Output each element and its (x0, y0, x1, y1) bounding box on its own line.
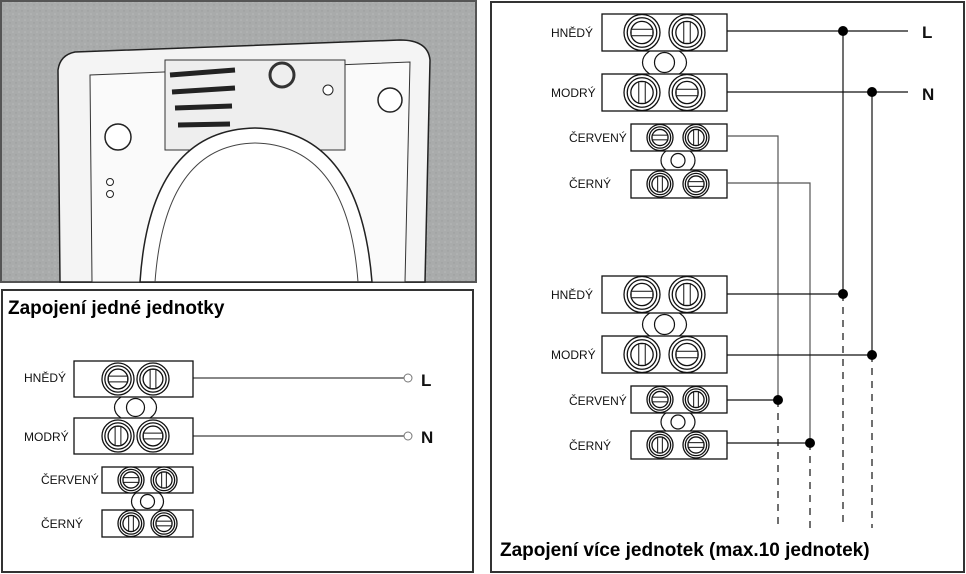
screw-icon (682, 385, 710, 414)
screw-icon (117, 509, 145, 538)
screw-icon (101, 362, 135, 396)
unit2-label-red: ČERVENÝ (569, 393, 627, 408)
screw-icon (646, 123, 674, 152)
multi-terminal-label-neutral: N (922, 85, 934, 104)
screw-icon (668, 13, 706, 52)
screw-icon (150, 509, 178, 538)
screw-icon (136, 419, 170, 453)
screw-icon (668, 73, 706, 112)
screw-icon (136, 362, 170, 396)
terminal-label-live: L (421, 371, 431, 390)
wire-label-red: ČERVENÝ (41, 472, 99, 487)
multi-terminal-label-live: L (922, 23, 932, 42)
screw-icon (101, 419, 135, 453)
fan-photo (0, 0, 477, 283)
screw-icon (668, 275, 706, 314)
screw-icon (646, 431, 674, 459)
screw-icon (117, 466, 145, 494)
wire-label-blue: MODRÝ (24, 429, 69, 444)
screw-icon (623, 13, 661, 52)
unit1-label-blue: MODRÝ (551, 85, 596, 100)
screw-icon (646, 385, 674, 414)
terminal-block-signal (101, 466, 194, 538)
terminal-label-neutral: N (421, 428, 433, 447)
wire-label-black: ČERNÝ (41, 516, 83, 531)
screw-icon (682, 123, 710, 152)
screw-icon (623, 335, 661, 374)
live-bus (727, 30, 908, 294)
unit2-wires (727, 293, 872, 444)
unit2-label-blue: MODRÝ (551, 347, 596, 362)
multi-unit-title: Zapojení více jednotek (max.10 jednotek) (500, 540, 870, 561)
terminal-neutral (403, 431, 413, 441)
terminal-block-power (73, 360, 194, 455)
screw-icon (682, 170, 710, 198)
screw-icon (668, 335, 706, 374)
unit1-label-black: ČERNÝ (569, 176, 611, 191)
screw-icon (623, 73, 661, 112)
wire-label-brown: HNĚDÝ (24, 370, 66, 385)
junction-dots (773, 26, 877, 448)
unit1-label-red: ČERVENÝ (569, 130, 627, 145)
unit2-label-black: ČERNÝ (569, 438, 611, 453)
black-bus (727, 182, 811, 443)
multi-unit-panel: HNĚDÝ MODRÝ ČERVENÝ ČERNÝ HNĚDÝ MODRÝ ČE… (490, 1, 965, 573)
single-unit-panel: Zapojení jedné jednotky HNĚDÝ MODRÝ ČERV… (1, 289, 474, 573)
unit1-terminal-block-signal (630, 123, 728, 199)
unit2-label-brown: HNĚDÝ (551, 287, 593, 302)
unit2-terminal-block-power (601, 275, 728, 374)
screw-icon (623, 275, 661, 314)
screw-icon (150, 466, 178, 494)
neutral-bus (727, 91, 908, 355)
screw-icon (646, 170, 674, 198)
screw-icon (682, 431, 710, 459)
bus-wires (727, 30, 908, 528)
continuation-wires (777, 294, 873, 528)
terminal-live (403, 373, 413, 383)
red-bus (727, 135, 779, 400)
single-unit-title: Zapojení jedné jednotky (8, 298, 225, 319)
unit1-terminal-block-power (601, 13, 728, 112)
unit1-label-brown: HNĚDÝ (551, 25, 593, 40)
